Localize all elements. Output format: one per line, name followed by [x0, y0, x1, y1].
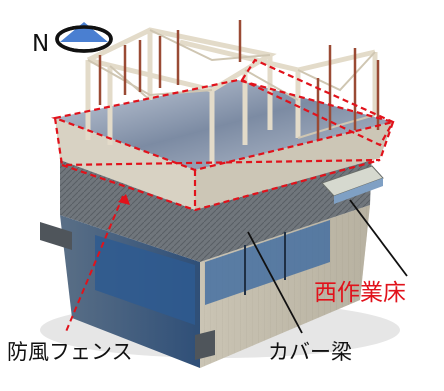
west-work-floor-platform [321, 165, 384, 204]
cover-beam-label: カバー梁 [268, 340, 352, 364]
leader-fence-arrowhead [118, 194, 130, 205]
cover-panels [95, 220, 330, 325]
wind-fence [55, 80, 393, 210]
leader-fence [64, 195, 124, 335]
wind-fence-label: 防風フェンス [7, 340, 133, 364]
leader-west-floor [349, 199, 408, 277]
north-arrow-icon [55, 22, 113, 53]
north-label: N [32, 31, 50, 57]
leader-beam [247, 231, 303, 334]
frame-bracing [87, 29, 376, 139]
fence-highlight-outline [51, 58, 395, 212]
west-work-floor-label: 西作業床 [314, 280, 406, 306]
